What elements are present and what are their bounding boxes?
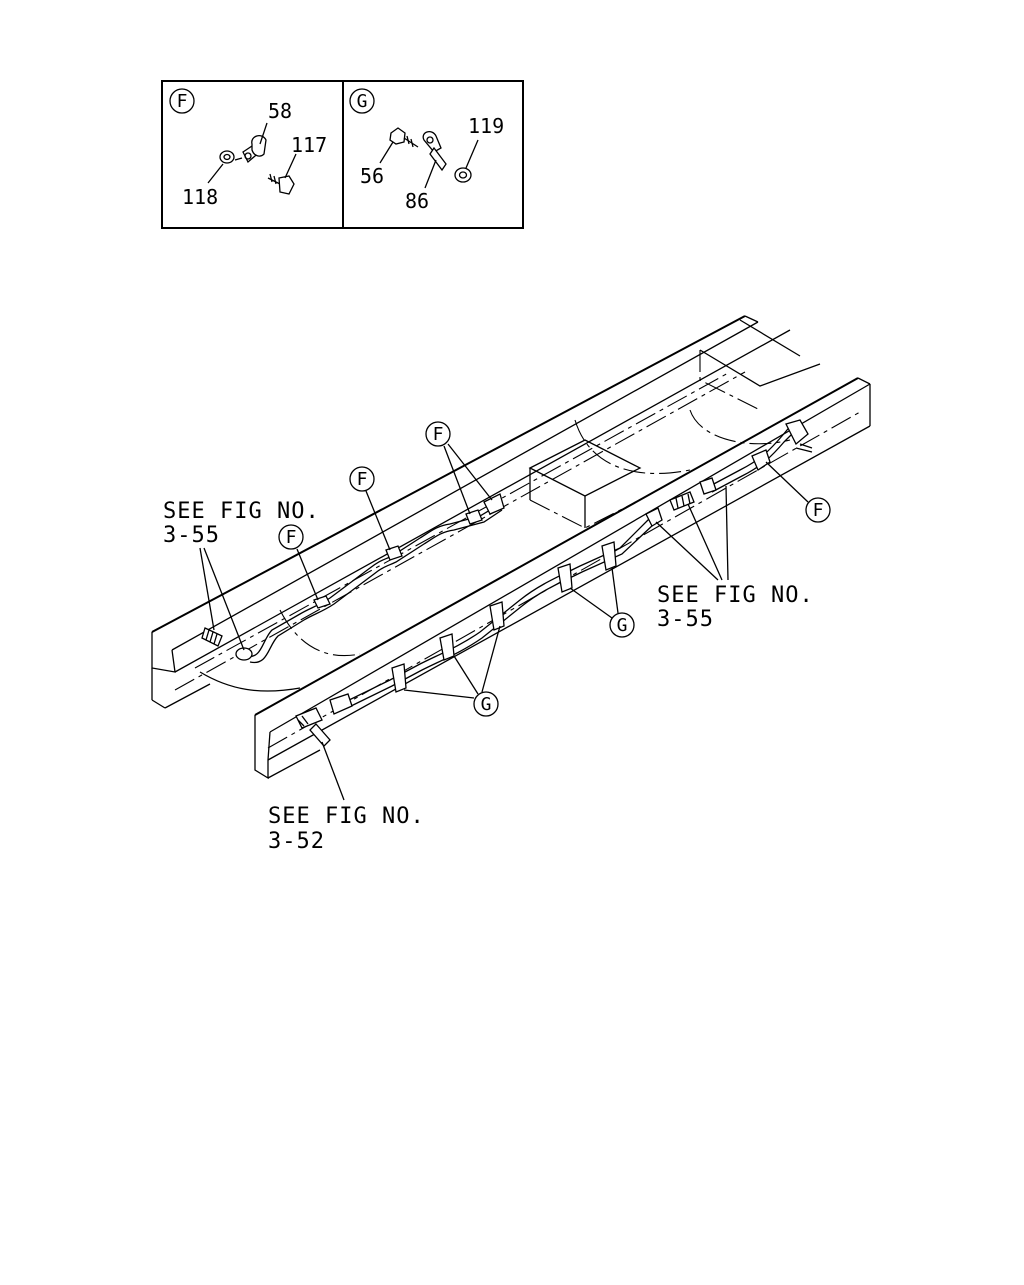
callout-f-2: F [357,469,368,490]
chassis-frame [151,315,871,780]
pipe-fitting-end-right [785,419,809,446]
clamp-f-3 [465,509,483,525]
clamp-part-86 [422,130,447,172]
brake-pipes [235,419,813,715]
reference-text-2b: 3-55 [657,607,714,632]
clamp-g-3 [489,601,505,631]
part-number-58: 58 [268,99,292,123]
nut-part-118 [219,150,235,164]
callouts-f: F F F F [278,421,831,601]
callout-g-2: G [481,694,492,715]
callout-f-1: F [286,527,297,548]
reference-3-55-right: SEE FIG NO. 3-55 [655,485,814,632]
part-number-119: 119 [468,114,504,138]
reference-text-1b: 3-55 [163,523,220,548]
bolt-part-117 [267,173,295,195]
reference-text-1a: SEE FIG NO. [163,499,320,524]
tee-fitting [295,707,331,747]
fittings [201,477,717,747]
part-number-118: 118 [182,185,218,209]
pipe-clamps [313,449,771,693]
detail-panel-f: F 58 117 118 [161,80,344,229]
clamp-f-4 [483,493,505,515]
panel-g-letter: G [357,91,368,112]
callout-f-4: F [813,500,824,521]
callout-f-3: F [433,424,444,445]
clamp-part-58 [242,134,267,164]
callout-g-1: G [617,615,628,636]
reference-3-52: SEE FIG NO. 3-52 [268,741,425,854]
pipe-fitting-lower-right [645,507,663,527]
part-number-86: 86 [405,189,429,213]
clamp-f-5 [751,449,771,471]
part-number-56: 56 [360,164,384,188]
clamp-g-4 [557,563,573,593]
pipe-fitting-end-left [235,647,253,661]
clamp-g-1 [391,663,407,693]
panel-f-letter: F [177,91,188,112]
pipe-fitting-lower-left [329,693,353,715]
detail-panel-g: G 119 56 86 [342,80,524,229]
reference-text-2a: SEE FIG NO. [657,583,814,608]
union-fitting-left [201,627,223,647]
reference-text-3a: SEE FIG NO. [268,804,425,829]
clamp-g-5 [601,541,617,571]
union-fitting-right [669,477,717,511]
reference-text-3b: 3-52 [268,829,325,854]
callouts-g: G G [403,567,635,717]
clamp-g-2 [439,633,455,661]
nut-part-119 [454,167,472,183]
bolt-part-56 [389,127,419,148]
reference-3-55-left: SEE FIG NO. 3-55 [163,499,320,651]
part-number-117: 117 [291,133,327,157]
